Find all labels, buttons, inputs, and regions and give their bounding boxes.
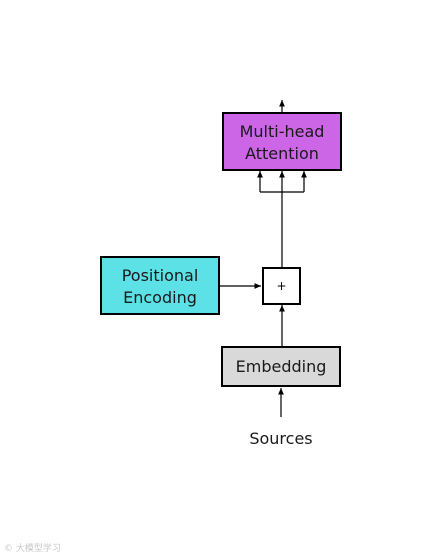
embedding-node: Embedding (221, 346, 341, 387)
multi-head-attention-box (222, 112, 342, 171)
add-node: + (262, 267, 301, 305)
embedding-label: Embedding (236, 357, 327, 376)
positional-encoding-label-line1: Positional (122, 266, 199, 285)
positional-encoding-node: Positional Encoding (100, 256, 220, 315)
plus-symbol: + (276, 279, 286, 293)
multi-head-attention-label-line2: Attention (245, 144, 319, 163)
add-box (262, 267, 301, 305)
positional-encoding-label-line2: Encoding (123, 288, 197, 307)
qkv-branch-arrows (257, 171, 307, 268)
multi-head-attention-label-line1: Multi-head (240, 122, 325, 141)
watermark-text: © 大模型学习 (4, 542, 61, 554)
sources-label: Sources (249, 429, 312, 448)
multi-head-attention-node: Multi-head Attention (222, 112, 342, 171)
embedding-box (221, 346, 341, 387)
